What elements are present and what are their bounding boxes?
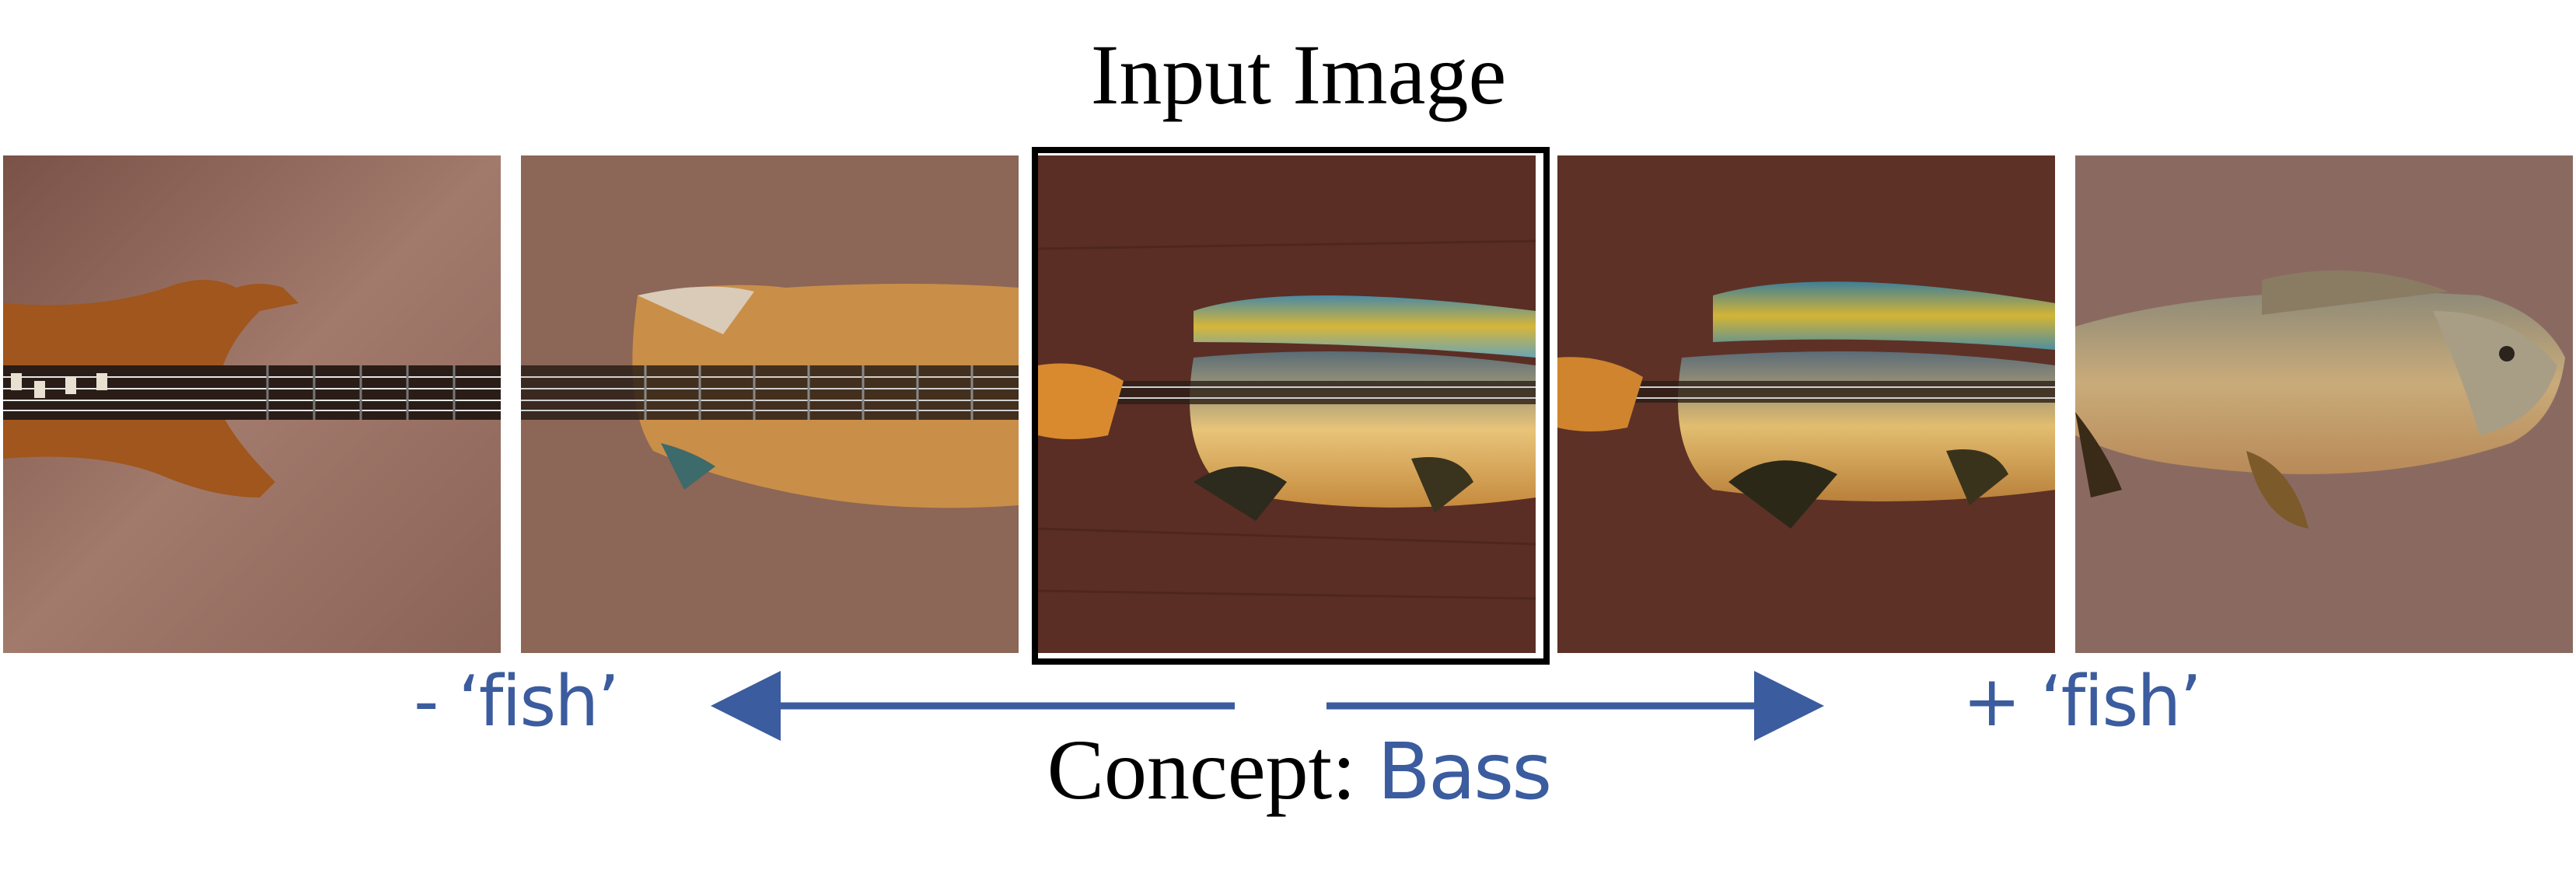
image-bass-fish [2075, 155, 2573, 653]
image-input [1038, 155, 1536, 653]
concept-prefix: Concept: [1047, 722, 1356, 817]
concept-caption: Concept: Bass [778, 723, 1819, 817]
input-image-frame [1032, 147, 1550, 665]
input-fish-guitar-illustration [1038, 155, 1536, 653]
fish-guitar-illustration [1557, 155, 2055, 653]
input-image-title: Input Image [1090, 27, 1507, 122]
image-guitar-with-fish-texture [521, 155, 1019, 653]
plus-fish-label: + ‘fish’ [1963, 661, 2202, 742]
bass-fish-illustration [2075, 155, 2573, 653]
image-bass-guitar [3, 155, 501, 653]
guitar-fish-texture-illustration [521, 155, 1019, 653]
bass-guitar-illustration [3, 155, 501, 653]
minus-fish-label: - ‘fish’ [414, 661, 620, 742]
concept-word: Bass [1377, 726, 1552, 817]
image-fish-guitar [1557, 155, 2055, 653]
